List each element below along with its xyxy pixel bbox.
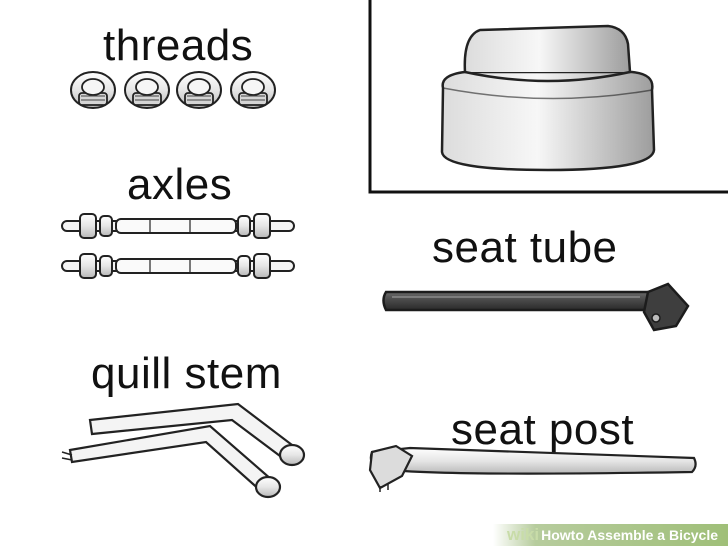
seat-cap-icon — [440, 24, 656, 172]
axles-group — [61, 213, 295, 279]
threads-group — [70, 71, 276, 109]
axles-label: axles — [127, 160, 233, 209]
seat-tube-label: seat tube — [432, 223, 618, 272]
seat-cap-panel — [368, 0, 728, 194]
seat-post-label: seat post — [451, 405, 635, 454]
quill-stem-icon — [61, 402, 306, 499]
seat-tube-icon — [382, 282, 690, 332]
axle-icon — [61, 213, 295, 239]
seat-post-icon — [368, 444, 697, 492]
watermark-title: to Assemble a Bicycle — [570, 527, 718, 543]
thread-nut-icon — [70, 71, 116, 109]
threads-label: threads — [103, 21, 254, 70]
watermark-brand: wiki — [506, 525, 540, 544]
wikihow-watermark: wiki How to Assemble a Bicycle — [492, 524, 728, 546]
axle-icon — [61, 253, 295, 279]
quill-stem-label: quill stem — [91, 349, 282, 398]
watermark-how: How — [541, 527, 571, 543]
thread-nut-icon — [230, 71, 276, 109]
thread-nut-icon — [124, 71, 170, 109]
thread-nut-icon — [176, 71, 222, 109]
